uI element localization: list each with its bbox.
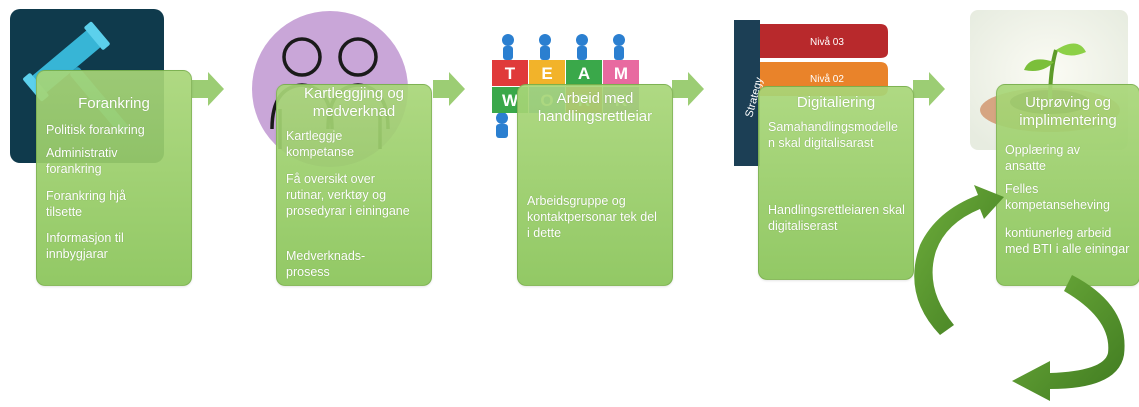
step-card-utproving: Utprøving og implimentering Opplæring av… — [996, 84, 1139, 286]
puzzle-letter: E — [541, 64, 552, 83]
step-title: Arbeid med handlingsrettleiar — [537, 90, 653, 125]
step-title: Digitaliering — [796, 94, 876, 111]
step-title: Forankring — [78, 95, 150, 112]
step-item: Handlingsrettleiaren skal digitaliserast — [768, 203, 905, 233]
step-card-handlingsrettleiar: Arbeid med handlingsrettleiar Arbeidsgru… — [517, 84, 673, 286]
step-item: Administrativ forankring — [46, 146, 118, 176]
step-title: Kartleggjing og medverknad — [303, 85, 405, 120]
arrow-right-icon — [672, 72, 704, 106]
puzzle-letter: M — [614, 64, 628, 83]
cycle-arrows-icon — [914, 185, 1125, 401]
level-label: Nivå 03 — [810, 36, 844, 48]
arrow-right-icon — [433, 72, 465, 106]
step-card-kartleggjing: Kartleggjing og medverknad Kartleggje ko… — [276, 84, 432, 286]
step-card-forankring: Forankring Politisk forankring Administr… — [36, 70, 192, 286]
step-item: kontiunerleg arbeid med BTI i alle einin… — [1005, 226, 1130, 256]
puzzle-letter: T — [505, 64, 516, 83]
step-item: Medverknads-prosess — [286, 249, 366, 279]
step-item: Felles kompetanseheving — [1005, 182, 1110, 212]
puzzle-letter: A — [578, 64, 590, 83]
step-item: Politisk forankring — [46, 123, 145, 137]
step-item: Opplæring av ansatte — [1005, 143, 1081, 173]
arrow-right-icon — [192, 72, 224, 106]
step-item: Kartleggje kompetanse — [286, 129, 355, 159]
step-item: Samahandlingsmodellen skal digitalisaras… — [768, 120, 898, 150]
arrow-right-icon — [913, 72, 945, 106]
step-item: Få oversikt over rutinar, verktøy og pro… — [286, 172, 410, 218]
step-title: Utprøving og implimentering — [1019, 94, 1117, 129]
step-card-digitaliering: Digitaliering Samahandlingsmodellen skal… — [758, 86, 914, 280]
step-item: Forankring hjå tilsette — [46, 189, 126, 219]
step-item: Informasjon til innbygjarar — [46, 231, 124, 261]
step-item: Arbeidsgruppe og kontaktpersonar tek del… — [527, 194, 657, 240]
level-label: Nivå 02 — [810, 73, 844, 85]
puzzle-letter: W — [502, 91, 519, 110]
